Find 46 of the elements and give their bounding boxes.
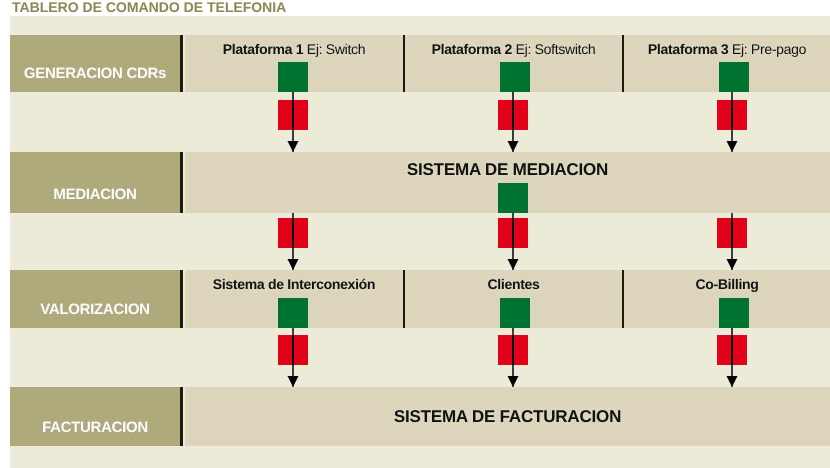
arrow [288, 248, 298, 270]
arrow [508, 130, 518, 152]
arrow [288, 130, 298, 152]
transfer-marker [278, 100, 308, 130]
arrow [726, 248, 738, 270]
band-title: SISTEMA DE FACTURACION [394, 406, 622, 426]
transfer-marker [717, 218, 747, 248]
stage-label: FACTURACION [10, 387, 183, 446]
transfer-marker [498, 100, 528, 130]
cell-title: Plataforma 1 Ej: Switch [222, 41, 366, 57]
cell-title: Co-Billing [695, 276, 759, 292]
transfer-marker [717, 100, 747, 130]
source-marker [498, 183, 528, 213]
cell-title: Plataforma 2 Ej: Softswitch [432, 41, 596, 57]
source-marker [278, 298, 308, 328]
transfer-marker [717, 335, 747, 365]
source-marker [719, 62, 749, 92]
source-marker [500, 298, 530, 328]
diagram-title: TABLERO DE COMANDO DE TELEFONIA [12, 0, 286, 15]
source-marker [719, 298, 749, 328]
system-cell [403, 35, 622, 92]
system-cell [622, 35, 830, 92]
arrow [726, 130, 738, 152]
system-cell [622, 270, 830, 328]
system-band [185, 387, 830, 446]
band-title: SISTEMA DE MEDIACION [406, 160, 608, 180]
cell-title: Plataforma 3 Ej: Pre-pago [648, 41, 806, 57]
system-band [185, 152, 830, 213]
cell-title: Sistema de Interconexión [212, 276, 376, 292]
arrow [726, 365, 738, 387]
stage-label: MEDIACION [10, 152, 183, 213]
arrow [508, 248, 518, 270]
source-marker [500, 62, 530, 92]
transfer-marker [498, 218, 528, 248]
arrow [288, 365, 298, 387]
transfer-marker [278, 218, 308, 248]
stage-label: GENERACION CDRs [10, 35, 183, 92]
stage-label: VALORIZACION [10, 270, 183, 328]
transfer-marker [278, 335, 308, 365]
cell-title: Clientes [487, 276, 540, 292]
arrow [508, 365, 518, 387]
system-cell [185, 270, 403, 328]
system-cell [403, 270, 622, 328]
system-cell [185, 35, 403, 92]
transfer-marker [498, 335, 528, 365]
source-marker [278, 62, 308, 92]
